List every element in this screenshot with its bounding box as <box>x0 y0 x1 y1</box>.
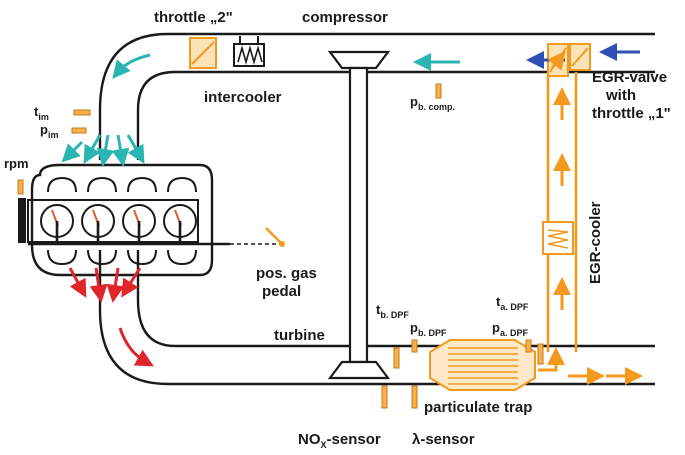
label-egr-cooler: EGR-cooler <box>587 201 604 284</box>
exhaust-arrow-3 <box>106 267 125 303</box>
exhaust-arrow-5 <box>118 327 154 367</box>
t-a-dpf-sensor <box>537 343 544 365</box>
egr-arrow-4 <box>538 347 565 372</box>
label-gas-pedal-1: pos. gas <box>256 265 317 282</box>
nox-sensor <box>381 385 388 409</box>
intake-ports <box>47 176 197 193</box>
label-p-b-comp: pb. comp. <box>410 94 455 112</box>
label-throttle-2: throttle „2" <box>154 9 233 26</box>
p-b-dpf-sensor <box>411 339 418 353</box>
exhaust-arrows <box>68 267 154 367</box>
intake-arrow-6 <box>126 134 145 164</box>
labels: throttle „2" compressor intercooler tim … <box>4 9 671 450</box>
label-t-im: tim <box>34 104 49 122</box>
gas-pedal <box>265 227 285 247</box>
label-p-b-dpf: pb. DPF <box>410 320 447 338</box>
intake-pipe <box>98 32 655 160</box>
label-gas-pedal-2: pedal <box>262 283 301 300</box>
p-im-sensor <box>71 127 87 134</box>
label-p-a-dpf: pa. DPF <box>492 320 528 338</box>
cylinders <box>40 204 197 238</box>
compressor-wheel <box>327 50 391 70</box>
exhaust-ports <box>47 249 197 266</box>
intake-arrow-2 <box>112 53 151 79</box>
intake-arrows <box>61 53 460 167</box>
intake-arrow-3 <box>83 134 102 164</box>
label-egr-valve-1: EGR-valve <box>592 69 667 86</box>
turbocharger <box>327 50 391 380</box>
label-t-b-dpf: tb. DPF <box>376 302 409 320</box>
turbine-wheel <box>327 360 391 380</box>
intake-arrow-7 <box>61 140 84 163</box>
egr-arrow-5 <box>547 50 566 71</box>
label-nox-sensor: NOX-sensor <box>298 431 381 450</box>
exhaust-pipe <box>98 250 655 386</box>
p-a-dpf-sensor <box>525 339 532 353</box>
exhaust-arrow-2 <box>89 267 108 303</box>
label-egr-valve-3: throttle „1" <box>592 105 671 122</box>
flywheel <box>18 198 26 243</box>
t-im-sensor <box>73 109 91 116</box>
label-rpm: rpm <box>4 156 29 171</box>
label-intercooler: intercooler <box>204 89 282 106</box>
label-t-a-dpf: ta. DPF <box>496 294 529 312</box>
intake-arrow-5 <box>111 134 130 167</box>
label-lambda-sensor: λ-sensor <box>412 431 475 448</box>
label-particulate-trap: particulate trap <box>424 399 532 416</box>
exhaust-arrow-4 <box>121 267 142 298</box>
label-compressor: compressor <box>302 9 388 26</box>
engine-block <box>18 163 282 277</box>
label-egr-valve-2: with <box>605 87 636 104</box>
rpm-sensor <box>17 179 24 195</box>
throttle-2 <box>189 37 217 69</box>
lambda-sensor <box>411 385 418 409</box>
intercooler <box>233 36 265 67</box>
egr-arrows <box>538 50 643 385</box>
sensors <box>17 83 544 409</box>
exhaust-arrow-1 <box>68 267 87 298</box>
egr-path <box>542 43 591 352</box>
particulate-trap <box>429 339 536 391</box>
label-p-im: pim <box>40 122 58 140</box>
crankshaft <box>28 221 230 246</box>
intake-arrow-4 <box>96 134 115 167</box>
turbo-shaft <box>348 66 369 364</box>
t-b-dpf-sensor <box>393 347 400 369</box>
label-turbine: turbine <box>274 327 325 344</box>
p-b-comp-sensor <box>435 83 442 99</box>
